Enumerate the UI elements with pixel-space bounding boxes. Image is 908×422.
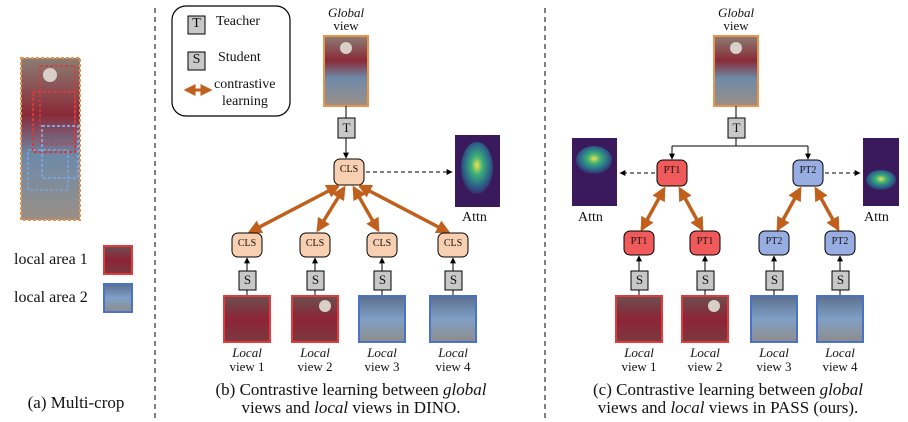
panel-b-view-2-line2: view 2 [297,359,333,374]
panel-c-view-4-line2: view 4 [822,359,858,374]
panel-b-teacher-symbol: T [342,120,351,135]
panel-c-column-2 [681,230,729,343]
local-area-1-label: local area 1 [14,251,88,268]
panel-b-view-4-line1: Local [438,345,468,360]
panel-b-view-4-line2: view 4 [435,359,471,374]
local-area-2-thumb [103,283,133,313]
panel-b-view-1-line1: Local [232,345,262,360]
panel-c-view-3-line2: view 3 [756,359,792,374]
panel-c-attn-left-label: Attn [578,210,603,225]
panel-c-column-3 [750,230,798,343]
panel-c-pt2-center-label: PT2 [799,165,817,176]
panel-c-student-1: S [635,272,644,287]
local-area-2-label: local area 2 [14,289,88,306]
panel-c-attn-right-label: Attn [864,210,889,225]
panel-b-token-1: CLS [237,238,257,249]
panel-b-token-3: CLS [372,238,392,249]
panel-b-contrastive-arrow-2 [316,185,346,233]
panel-c-view-4-line1: Local [825,345,855,360]
panel-c-global-label-line2: view [723,18,749,33]
panel-c-pt1-center-label: PT1 [663,165,681,176]
panel-b-cls-center-label: CLS [339,164,359,175]
panel-b-student-1: S [243,272,252,287]
panel-b-student-3: S [378,272,387,287]
panel-b-cls-center-node [333,158,365,186]
panel-c-student-3: S [770,272,779,287]
panel-c-attn-map-right [863,138,899,206]
panel-c-column-1 [615,230,663,343]
panel-b-token-2: CLS [305,238,325,249]
panel-b-student-2: S [311,272,320,287]
panel-b-column-2 [291,232,339,343]
panel-b-column-3 [358,232,406,343]
panel-b-attn-label: Attn [462,210,487,225]
panel-b-student-4: S [449,272,458,287]
legend-contrastive-line1: contrastive [214,77,276,92]
legend-teacher-label: Teacher [216,14,261,29]
panel-b-view-3-line1: Local [367,345,397,360]
panel-b-global-label-line1: Global [327,5,365,20]
panel-a-caption: (a) Multi-crop [27,393,125,412]
panel-c-attn-map-left [572,138,617,206]
panel-b-caption: (b) Contrastive learning between global … [215,380,487,417]
legend-student-symbol: S [192,52,201,67]
panel-c-view-2-line2: view 2 [687,359,723,374]
panel-b-contrastive-arrow-4 [357,184,451,234]
panel-b-attn-map [455,135,500,207]
panel-c-student-2: S [701,272,710,287]
panel-c-student-4: S [836,272,845,287]
panel-b-contrastive-arrow-1 [247,184,341,234]
legend-student-icon [187,51,206,71]
panel-b-token-4: CLS [443,238,463,249]
panel-c-view-1-line1: Local [624,345,654,360]
panel-b-view-2-line1: Local [300,345,330,360]
panel-b-global-label-line2: view [333,18,359,33]
legend-teacher-icon [187,15,206,35]
legend-contrastive-line2: learning [222,94,268,109]
panel-c-caption: (c) Contrastive learning between global … [592,380,864,417]
local-area-1-thumb [103,245,133,275]
panel-a-person-image [20,57,81,221]
panel-c-column-4 [816,230,864,343]
panel-c-contrastive-arrow-4 [814,186,840,232]
panel-c-token-4: PT2 [831,236,849,247]
legend-teacher-symbol: T [192,16,201,31]
panel-c-contrastive-arrow-3 [776,186,802,232]
panel-c-global-image [713,35,759,107]
panel-c-token-1: PT1 [630,236,648,247]
panel-c-view-2-line1: Local [690,345,720,360]
panel-c-view-1-line2: view 1 [621,359,657,374]
panel-c-view-3-line1: Local [759,345,789,360]
panel-c-contrastive-arrow-2 [678,186,704,232]
panel-c-token-2: PT1 [696,236,714,247]
panel-b-view-1-line2: view 1 [229,359,265,374]
panel-b-view-3-line2: view 3 [364,359,400,374]
legend-student-label: Student [218,50,261,65]
panel-c-contrastive-arrow-1 [640,186,666,232]
panel-c-pt1-center-node [656,159,688,187]
panel-c-global-label-line1: Global [717,5,755,20]
panel-c-pt2-center-node [792,159,824,187]
panel-c-teacher-symbol: T [732,120,741,135]
panel-b-column-4 [429,232,477,343]
panel-c-token-3: PT2 [765,236,783,247]
panel-b-global-image [323,35,369,107]
panel-b-column-1 [223,232,271,343]
